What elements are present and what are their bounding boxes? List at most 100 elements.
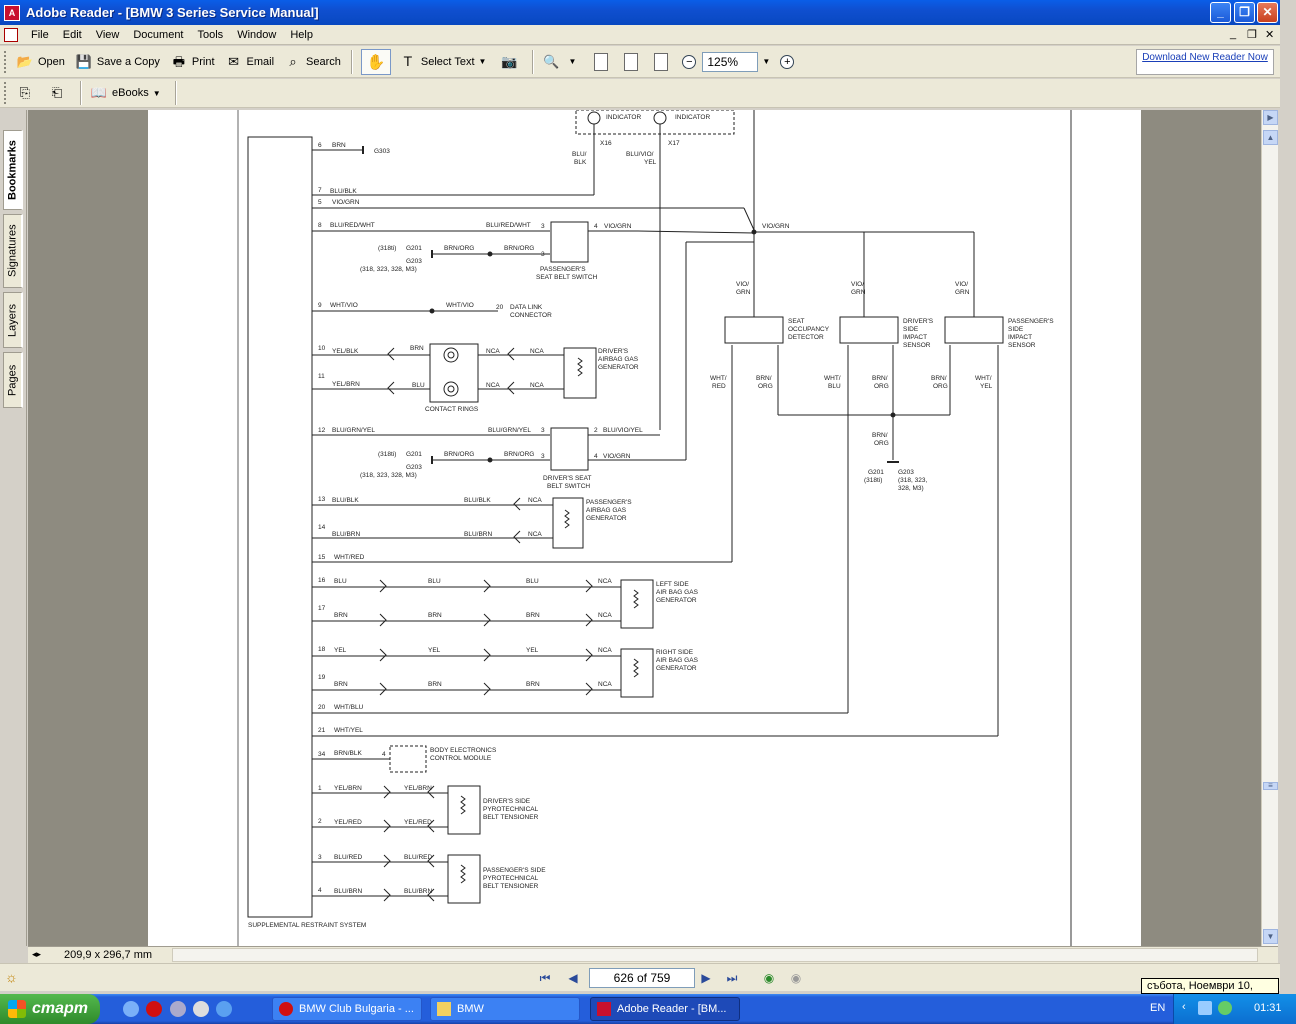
lock-icon: ☼ <box>5 969 18 985</box>
svg-text:BLU/BLK: BLU/BLK <box>330 188 357 195</box>
document-view[interactable]: SUPPLEMENTAL RESTRAINT SYSTEM INDICATOR … <box>28 110 1261 946</box>
page-size-label: 209,9 x 296,7 mm <box>64 949 153 961</box>
title-bar[interactable]: A Adobe Reader - [BMW 3 Series Service M… <box>0 0 1280 25</box>
toolbar-separator <box>174 81 177 105</box>
svg-text:BRN/: BRN/ <box>931 375 947 382</box>
tab-layers[interactable]: Layers <box>3 292 23 348</box>
svg-text:2: 2 <box>594 427 598 434</box>
svg-text:VIO/GRN: VIO/GRN <box>603 453 631 460</box>
save-copy-button[interactable]: 💾Save a Copy <box>75 53 160 69</box>
doc-restore-button[interactable]: ❐ <box>1247 29 1257 41</box>
doc-minimize-button[interactable]: _ <box>1230 28 1237 40</box>
hand-icon: ✋ <box>366 53 386 71</box>
tab-pages[interactable]: Pages <box>3 352 23 408</box>
svg-text:WHT/: WHT/ <box>975 375 992 382</box>
svg-text:PYROTECHNICAL: PYROTECHNICAL <box>483 806 539 813</box>
svg-text:34: 34 <box>318 751 326 758</box>
tab-signatures[interactable]: Signatures <box>3 214 23 288</box>
maximize-button[interactable]: ❐ <box>1234 2 1255 23</box>
hand-tool-button[interactable]: ✋ <box>360 48 391 75</box>
svg-text:BRN: BRN <box>428 681 442 688</box>
chevron-down-icon[interactable]: ▼ <box>478 57 487 66</box>
start-button[interactable]: старт <box>0 994 100 1024</box>
opera-icon[interactable] <box>146 1001 162 1017</box>
scroll-thumb[interactable]: ≡ <box>1263 782 1278 790</box>
clock[interactable]: 01:31 <box>1254 1002 1282 1014</box>
go-back-button[interactable]: ◉ <box>763 971 775 985</box>
zoom-in-button[interactable]: + <box>780 54 795 69</box>
task-bmw-folder[interactable]: BMW <box>430 997 580 1021</box>
language-indicator[interactable]: EN <box>1150 1002 1166 1014</box>
last-page-button[interactable]: ⏭ <box>726 971 738 985</box>
email-button[interactable]: ✉Email <box>221 50 279 74</box>
menu-view[interactable]: View <box>95 28 120 41</box>
zoom-out-button[interactable]: − <box>682 54 697 69</box>
search-button[interactable]: ⌕Search <box>280 50 345 74</box>
svg-text:NCA: NCA <box>530 348 544 355</box>
svg-text:GRN: GRN <box>955 289 970 296</box>
close-button[interactable]: ✕ <box>1257 2 1278 23</box>
print-button[interactable]: 🖶Print <box>166 50 219 74</box>
doc-close-button[interactable]: ✕ <box>1265 29 1275 41</box>
menu-file[interactable]: File <box>31 28 49 41</box>
zoom-dropdown-icon[interactable]: ▼ <box>762 57 771 66</box>
horizontal-scrollbar[interactable] <box>172 948 1258 962</box>
camera-icon: 📷 <box>501 53 518 69</box>
menu-document[interactable]: Document <box>133 28 184 41</box>
fit-page-icon[interactable] <box>624 52 639 71</box>
chevron-down-icon[interactable]: ▼ <box>152 88 161 98</box>
toolbar-grip[interactable] <box>4 82 8 104</box>
first-page-button[interactable]: ⏮ <box>539 971 551 985</box>
text-cursor-icon: Ｔ <box>401 53 415 69</box>
scroll-up-button[interactable]: ▲ <box>1263 130 1278 145</box>
svg-text:BRN/ORG: BRN/ORG <box>444 245 474 252</box>
actual-size-icon[interactable] <box>594 52 609 71</box>
vertical-scrollbar[interactable]: ▶ ▲ ≡ ▼ <box>1261 110 1278 946</box>
menu-tools[interactable]: Tools <box>197 28 224 41</box>
zoom-tool-button[interactable]: 🔍▼ <box>538 50 584 74</box>
snapshot-button[interactable]: 📷 <box>496 50 526 74</box>
task-bmw-club-bulgaria[interactable]: BMW Club Bulgaria - ... <box>272 997 422 1021</box>
pages-button[interactable]: ⎗ <box>44 81 74 105</box>
main-toolbar: 📂Open 💾Save a Copy 🖶Print ✉Email ⌕Search… <box>0 46 1280 78</box>
previous-page-button[interactable]: ◀ <box>568 971 578 985</box>
tab-bookmarks[interactable]: Bookmarks <box>3 130 23 210</box>
next-page-button[interactable]: ▶ <box>701 971 711 985</box>
svg-text:BRN: BRN <box>526 612 540 619</box>
pdf-page: SUPPLEMENTAL RESTRAINT SYSTEM INDICATOR … <box>148 110 1141 946</box>
window-title: Adobe Reader - [BMW 3 Series Service Man… <box>26 5 319 20</box>
network-icon[interactable] <box>1198 1001 1212 1015</box>
ebooks-button[interactable]: 📖eBooks▼ <box>90 85 161 100</box>
wire-yel-label: YEL <box>644 159 657 166</box>
minimize-button[interactable]: _ <box>1210 2 1231 23</box>
page-number-input[interactable]: 626 of 759 <box>589 968 695 988</box>
zoom-input[interactable]: 125% <box>702 51 759 72</box>
download-reader-link[interactable]: Download New Reader Now <box>1136 49 1274 75</box>
quicklaunch-desktop-icon[interactable] <box>123 1001 139 1017</box>
tray-chevron-icon[interactable]: ‹ <box>1182 1001 1186 1013</box>
go-forward-button[interactable]: ◉ <box>790 971 802 985</box>
svg-text:3: 3 <box>318 854 322 861</box>
indicator-right-label: INDICATOR <box>675 114 710 121</box>
toolbar-grip[interactable] <box>4 50 8 73</box>
fit-width-icon[interactable] <box>654 52 669 71</box>
next-page-arrow-icon[interactable]: ▶ <box>1263 110 1278 125</box>
quicklaunch-ie-icon[interactable] <box>216 1001 232 1017</box>
scroll-down-button[interactable]: ▼ <box>1263 929 1278 944</box>
chevron-down-icon[interactable]: ▼ <box>568 57 577 66</box>
menu-help[interactable]: Help <box>290 28 313 41</box>
rotate-page-button[interactable]: ⎘ <box>12 81 42 105</box>
svg-text:BLU: BLU <box>334 578 347 585</box>
menu-edit[interactable]: Edit <box>62 28 82 41</box>
quicklaunch-app-icon[interactable] <box>170 1001 186 1017</box>
svg-text:NCA: NCA <box>598 612 612 619</box>
media-player-icon[interactable] <box>193 1001 209 1017</box>
svg-text:PASSENGER'S SIDE: PASSENGER'S SIDE <box>483 867 546 874</box>
open-button[interactable]: 📂Open <box>16 53 65 69</box>
tray-app-icon[interactable] <box>1218 1001 1232 1015</box>
split-arrows-icon[interactable]: ◂▸ <box>32 949 42 959</box>
menu-window[interactable]: Window <box>237 28 277 41</box>
task-adobe-reader[interactable]: Adobe Reader - [BM... <box>590 997 740 1021</box>
svg-text:BLU: BLU <box>828 383 841 390</box>
